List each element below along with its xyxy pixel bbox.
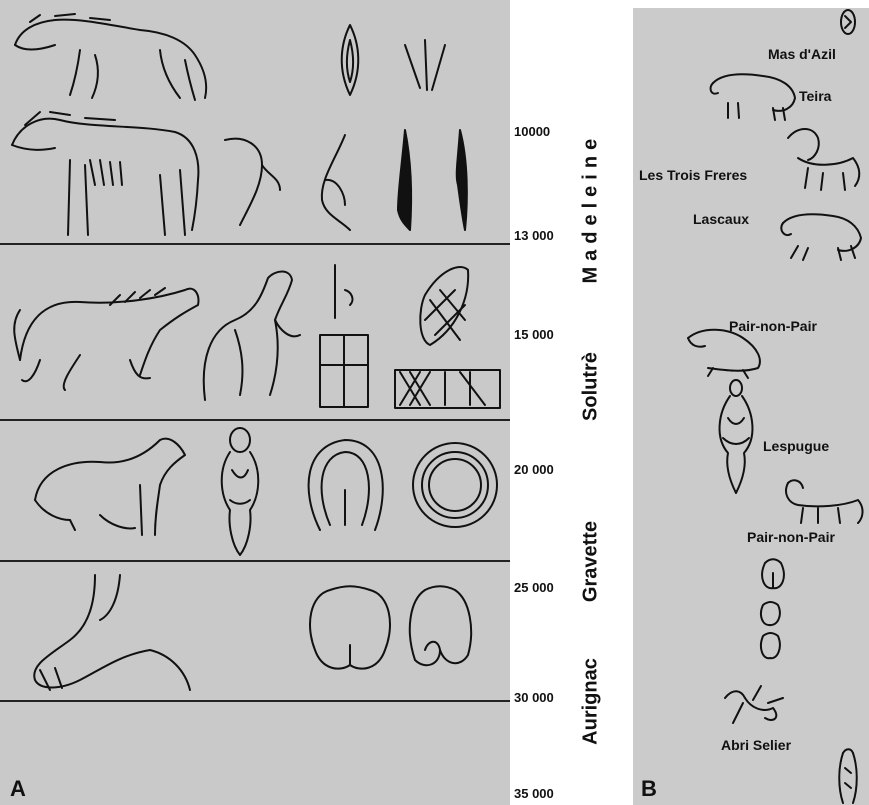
vulva-drawing [34, 575, 190, 690]
horse-drawing [14, 288, 198, 390]
panel-a: A [0, 0, 510, 805]
site-label: Abri Selier [721, 737, 791, 753]
year-label: 15 000 [514, 327, 554, 342]
year-label: 25 000 [514, 580, 554, 595]
ibex-drawing [788, 129, 859, 190]
year-label: 20 000 [514, 462, 554, 477]
pebble-drawing [839, 749, 857, 803]
year-label: 35 000 [514, 786, 554, 801]
venus-figurine [720, 380, 753, 493]
deer-drawing [204, 272, 300, 401]
panel-b: Mas d'Azil Teira Les Trois Freres Lascau… [633, 8, 869, 805]
time-scale [510, 0, 633, 805]
period-label: Madeleine [580, 134, 603, 284]
site-label: Lascaux [693, 211, 749, 227]
site-label: Lespugue [763, 438, 829, 454]
horse-drawing [15, 14, 206, 100]
venus-figurine [222, 428, 259, 555]
site-label: Les Trois Freres [639, 167, 747, 183]
site-label: Teira [799, 88, 831, 104]
bison-drawing [781, 214, 861, 260]
tooth-drawings [761, 559, 784, 658]
site-label: Pair-non-Pair [747, 529, 835, 545]
horse-drawing [12, 112, 198, 235]
site-label: Pair-non-Pair [729, 318, 817, 334]
period-label: Aurignac [580, 652, 603, 752]
panel-letter: B [641, 776, 657, 802]
period-label: Solutrè [580, 337, 603, 437]
horse-drawing [35, 439, 185, 535]
tool-drawings [320, 265, 500, 408]
animal-drawing [786, 480, 862, 523]
year-label: 30 000 [514, 690, 554, 705]
year-label: 13 000 [514, 228, 554, 243]
engraving-drawing [725, 686, 783, 723]
tool-drawings [309, 440, 497, 530]
panel-b-drawings [633, 8, 869, 805]
period-label: Gravette [580, 512, 603, 612]
panel-letter: A [10, 776, 26, 802]
year-label: 10000 [514, 124, 550, 139]
tool-drawings [310, 586, 471, 668]
site-label: Mas d'Azil [768, 46, 836, 62]
bison-drawing [711, 74, 795, 120]
animal-drawing [688, 330, 760, 378]
tool-drawings [225, 25, 467, 230]
pebble-drawing [841, 10, 855, 34]
panel-a-drawings [0, 0, 510, 805]
